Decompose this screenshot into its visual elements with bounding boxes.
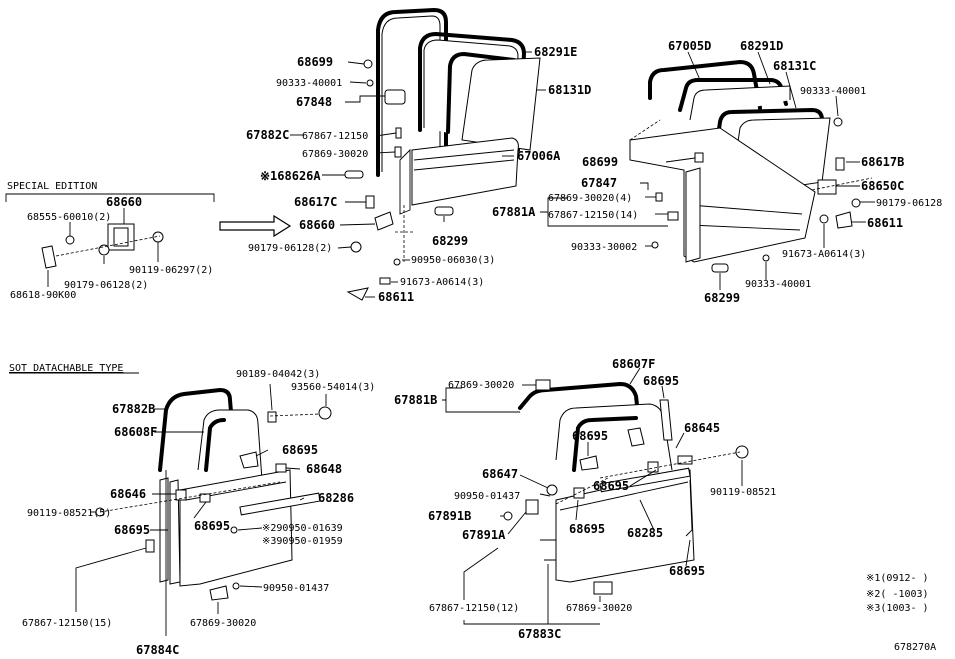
label-68695-b: 68695 xyxy=(194,519,230,533)
label-68660-a: 68660 xyxy=(106,195,142,209)
label-68607F: 68607F xyxy=(612,357,655,371)
label-67006A: 67006A xyxy=(517,149,561,163)
label-68131C: 68131C xyxy=(773,59,816,73)
label-90950-06030: 90950-06030(3) xyxy=(411,255,495,266)
part-labels: 68699 90333-40001 67848 67882C 67867-121… xyxy=(10,39,942,657)
diagram-id: 678270A xyxy=(894,642,936,653)
label-90189-04042: 90189-04042(3) xyxy=(236,369,320,380)
label-68660-b: 68660 xyxy=(299,218,335,232)
label-67891B: 67891B xyxy=(428,509,471,523)
leaders-top-center xyxy=(290,51,546,298)
label-93560-54014: 93560-54014(3) xyxy=(291,382,375,393)
note-3: ※3(1003- ) xyxy=(866,603,929,614)
label-68695-d: 68695 xyxy=(643,374,679,388)
label-67881B: 67881B xyxy=(394,393,437,407)
label-90119-08521-a: 90119-08521(5) xyxy=(27,508,111,519)
label-68291D: 68291D xyxy=(740,39,783,53)
sot-detachable-title: SOT DATACHABLE TYPE xyxy=(9,363,123,374)
sot-right-assembly xyxy=(503,379,749,595)
label-67882B: 67882B xyxy=(112,402,155,416)
label-67882C: 67882C xyxy=(246,128,289,142)
label-68131D: 68131D xyxy=(548,83,591,97)
label-68286: 68286 xyxy=(318,491,354,505)
label-68699-b: 68699 xyxy=(582,155,618,169)
label-90333-40001-b: 90333-40001 xyxy=(800,86,866,97)
label-68695-e: 68695 xyxy=(572,429,608,443)
label-68626A: ※168626A xyxy=(260,169,321,183)
label-68285: 68285 xyxy=(627,526,663,540)
label-67869-30020-a: 67869-30020 xyxy=(302,149,368,160)
label-91673-A0614-a: 91673-A0614(3) xyxy=(400,277,484,288)
label-67867-12150-a: 67867-12150 xyxy=(302,131,368,142)
label-68299-a: 68299 xyxy=(432,234,468,248)
section-titles: SPECIAL EDITION SOT DATACHABLE TYPE xyxy=(7,181,139,374)
label-67867-12150-d: 67867-12150(12) xyxy=(429,603,519,614)
note-1: ※1(0912- ) xyxy=(866,573,929,584)
label-67881A: 67881A xyxy=(492,205,536,219)
label-68648: 68648 xyxy=(306,462,342,476)
label-90950-01959: ※390950-01959 xyxy=(262,536,343,547)
label-68617C: 68617C xyxy=(294,195,337,209)
sot-left-assembly xyxy=(95,388,332,601)
front-door-assembly xyxy=(344,8,541,301)
label-68695-g: 68695 xyxy=(569,522,605,536)
leaders-bottom-right xyxy=(442,367,743,625)
label-68611-a: 68611 xyxy=(378,290,414,304)
label-68299-b: 68299 xyxy=(704,291,740,305)
label-68646: 68646 xyxy=(110,487,146,501)
label-90333-30002: 90333-30002 xyxy=(571,242,637,253)
label-67867-12150-c: 67867-12150(15) xyxy=(22,618,112,629)
label-68645: 68645 xyxy=(684,421,720,435)
label-90179-06128-a: 90179-06128(2) xyxy=(248,243,332,254)
label-67848: 67848 xyxy=(296,95,332,109)
label-67005D: 67005D xyxy=(668,39,711,53)
label-90950-01639: ※290950-01639 xyxy=(262,523,343,534)
label-90333-40001-c: 90333-40001 xyxy=(745,279,811,290)
label-68695-c: 68695 xyxy=(114,523,150,537)
label-67883C: 67883C xyxy=(518,627,561,641)
label-90179-06128-b: 90179-06128(2) xyxy=(64,280,148,291)
label-67869-30020-c: 67869-30020 xyxy=(190,618,256,629)
label-67847: 67847 xyxy=(581,176,617,190)
label-68555: 68555-60010(2) xyxy=(27,212,111,223)
label-67884C: 67884C xyxy=(136,643,179,657)
label-68608F: 68608F xyxy=(114,425,157,439)
label-67891A: 67891A xyxy=(462,528,506,542)
label-68618: 68618-90K00 xyxy=(10,290,76,301)
label-68699-a: 68699 xyxy=(297,55,333,69)
label-68650C: 68650C xyxy=(861,179,904,193)
special-edition-title: SPECIAL EDITION xyxy=(7,181,97,192)
label-68611-b: 68611 xyxy=(867,216,903,230)
note-2: ※2( -1003) xyxy=(866,589,929,600)
leaders-top-right xyxy=(540,51,875,290)
label-67869-30020-d: 67869-30020 xyxy=(448,380,514,391)
label-90119-08521-b: 90119-08521 xyxy=(710,487,776,498)
label-67869-30020-e: 67869-30020 xyxy=(566,603,632,614)
label-68695-f: 68695 xyxy=(593,479,629,493)
special-edition-group xyxy=(5,193,292,287)
rear-door-assembly xyxy=(629,60,873,273)
label-90119-06297: 90119-06297(2) xyxy=(129,265,213,276)
label-90333-40001-a: 90333-40001 xyxy=(276,78,342,89)
label-90950-01437-b: 90950-01437 xyxy=(454,491,520,502)
label-90950-01437-a: 90950-01437 xyxy=(263,583,329,594)
label-68647: 68647 xyxy=(482,467,518,481)
footnotes: ※1(0912- ) ※2( -1003) ※3(1003- ) 678270A xyxy=(866,573,936,653)
label-68695-h: 68695 xyxy=(669,564,705,578)
label-67867-12150-b: 67867-12150(14) xyxy=(548,210,638,221)
label-90179-06128-c: 90179-06128 xyxy=(876,198,942,209)
label-68695-a: 68695 xyxy=(282,443,318,457)
leaders-bottom-left xyxy=(75,383,327,636)
label-68617B: 68617B xyxy=(861,155,904,169)
label-91673-A0614-b: 91673-A0614(3) xyxy=(782,249,866,260)
label-67869-30020-b: 67869-30020(4) xyxy=(548,193,632,204)
label-68291E: 68291E xyxy=(534,45,577,59)
